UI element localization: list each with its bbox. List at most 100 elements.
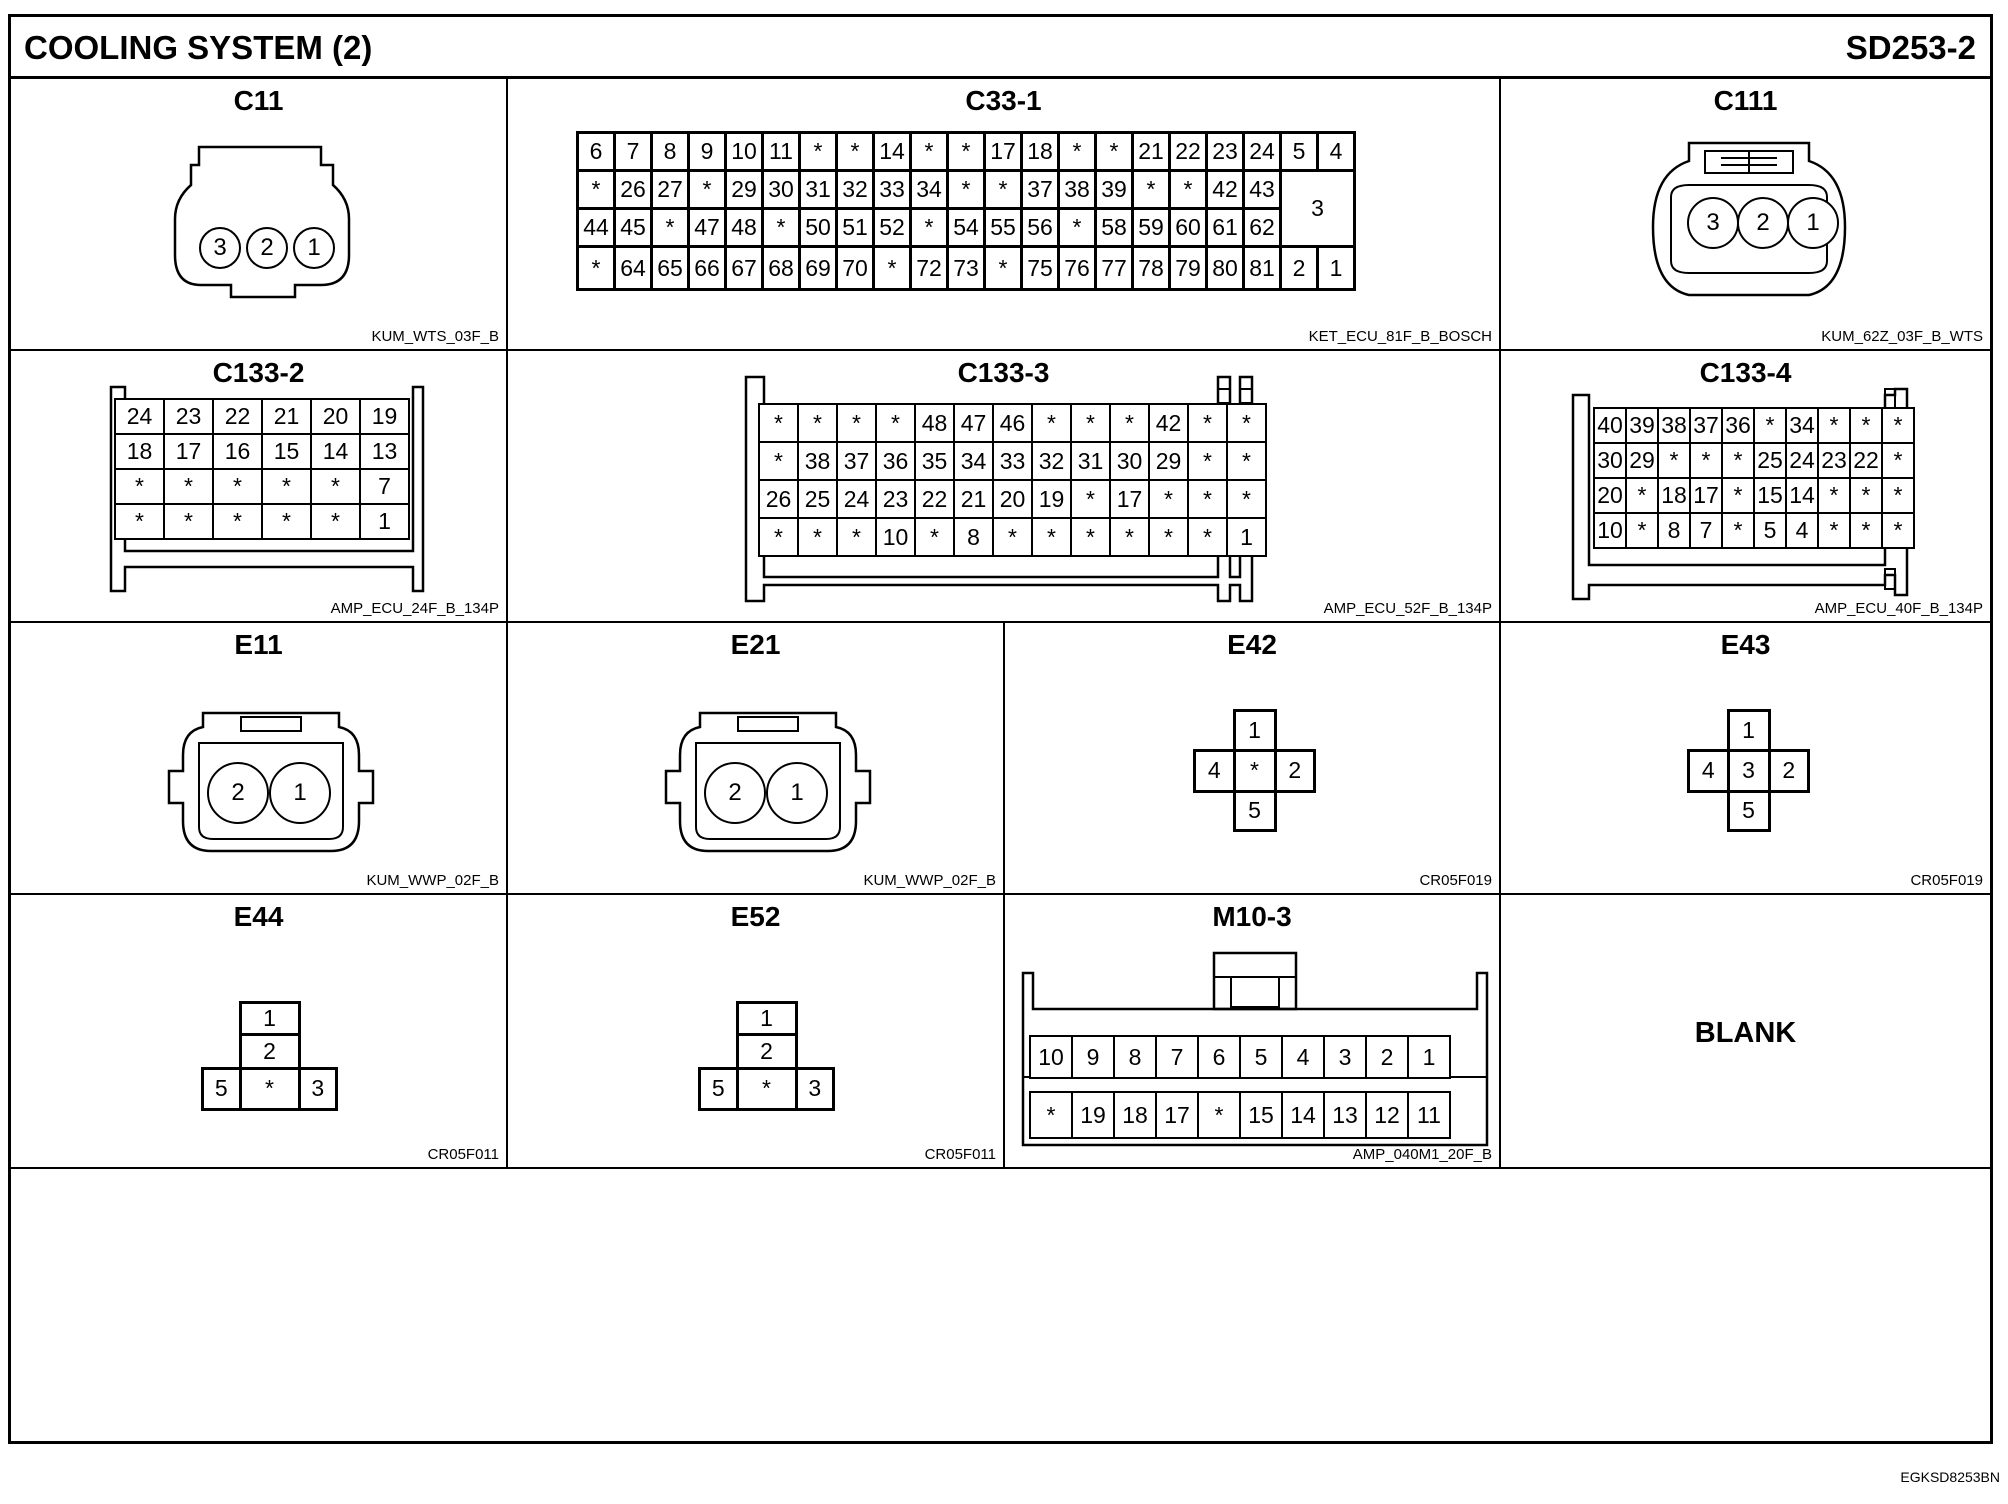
pin: * — [1689, 442, 1723, 479]
connector-sheet: COOLING SYSTEM (2) SD253-2 C11 3 2 1 KUM… — [8, 14, 1993, 1444]
connector-code: CR05F019 — [1419, 872, 1492, 889]
pin: 54 — [946, 207, 986, 248]
connector-title: E44 — [233, 901, 284, 932]
pin: 4 — [1193, 748, 1236, 793]
connector-code: KUM_WTS_03F_B — [371, 328, 499, 345]
pin-grid-c33-1: 6 7 8 9 10 11 * * 14 * * 17 18 * * 21 22… — [576, 131, 1356, 291]
pin-grid-c133-3: * * * * 48 47 46 * * * 42 * * * 38 37 36… — [758, 403, 1267, 557]
pin: * — [1131, 169, 1171, 210]
pin-grid-e52: 1 2 5 * 3 — [698, 1001, 835, 1111]
pin-circle: 1 — [293, 227, 335, 269]
pin: 10 — [875, 517, 916, 557]
pin: 25 — [797, 479, 838, 519]
pin-spacer — [1275, 791, 1315, 831]
pin: 66 — [687, 245, 727, 291]
pin: 8 — [953, 517, 994, 557]
pin: 17 — [1689, 477, 1723, 514]
pin: 2 — [1365, 1035, 1409, 1079]
pin: 7 — [1689, 512, 1723, 549]
cell-c11: C11 3 2 1 KUM_WTS_03F_B — [11, 79, 508, 351]
pin: * — [1226, 403, 1267, 443]
pin: 14 — [310, 433, 361, 470]
pin: 37 — [836, 441, 877, 481]
pin: 5 — [698, 1066, 739, 1111]
pin: * — [983, 169, 1023, 210]
pin: 61 — [1205, 207, 1245, 248]
connector-code: KUM_62Z_03F_B_WTS — [1821, 328, 1983, 345]
pin: 2 — [1279, 245, 1319, 291]
pin: 20 — [992, 479, 1033, 519]
pin: * — [1232, 748, 1277, 793]
pin: 76 — [1057, 245, 1097, 291]
pin: 32 — [1031, 441, 1072, 481]
pin: 4 — [1785, 512, 1819, 549]
pin: 18 — [1657, 477, 1691, 514]
pin: * — [1657, 442, 1691, 479]
cell-e44: E44 1 2 5 * 3 CR05F011 — [11, 895, 508, 1169]
pin: 30 — [1109, 441, 1150, 481]
cell-e52: E52 1 2 5 * 3 CR05F011 — [508, 895, 1005, 1169]
pin: 5 — [1279, 131, 1319, 172]
pin: 17 — [1155, 1091, 1199, 1139]
pin: 68 — [761, 245, 801, 291]
pin: 52 — [872, 207, 912, 248]
pin: 48 — [724, 207, 764, 248]
pin: 17 — [983, 131, 1023, 172]
pin: 65 — [650, 245, 690, 291]
pin: 9 — [1071, 1035, 1115, 1079]
pin: * — [212, 468, 263, 505]
pin: * — [1070, 403, 1111, 443]
pin: 29 — [1148, 441, 1189, 481]
pin: 34 — [1785, 407, 1819, 444]
connector-title: E42 — [1227, 629, 1277, 660]
pin: 18 — [1113, 1091, 1157, 1139]
pin: 36 — [1721, 407, 1755, 444]
pin: * — [1187, 517, 1228, 557]
pin: * — [872, 245, 912, 291]
pin: * — [687, 169, 727, 210]
pin: * — [992, 517, 1033, 557]
pin: 24 — [836, 479, 877, 519]
pin: 75 — [1020, 245, 1060, 291]
pin-grid-e42: 1 4 * 2 5 — [1193, 709, 1316, 832]
pin: * — [1168, 169, 1208, 210]
pin-circle: 2 — [1737, 197, 1789, 249]
pin: 29 — [724, 169, 764, 210]
pin: 2 — [238, 1033, 301, 1070]
pin: 47 — [687, 207, 727, 248]
pin: 81 — [1242, 245, 1282, 291]
pin-spacer — [299, 1002, 337, 1035]
pin: * — [1109, 403, 1150, 443]
connector-title: C133-4 — [1699, 357, 1792, 388]
connector-code: KET_ECU_81F_B_BOSCH — [1308, 328, 1492, 345]
pin: 7 — [613, 131, 653, 172]
pin: 2 — [1767, 748, 1810, 793]
pin: 59 — [1131, 207, 1171, 248]
pin: 1 — [1226, 517, 1267, 557]
pin: * — [1625, 477, 1659, 514]
pin-grid-m10-3-bottom: * 19 18 17 * 15 14 13 12 11 — [1029, 1091, 1451, 1139]
pin: * — [1148, 479, 1189, 519]
pin: 17 — [1109, 479, 1150, 519]
pin: * — [1187, 479, 1228, 519]
pin: * — [1057, 207, 1097, 248]
connector-title: E11 — [234, 629, 283, 660]
cell-e43: E43 1 4 3 2 5 CR05F019 — [1501, 623, 1990, 895]
pin: * — [1849, 512, 1883, 549]
pin: 43 — [1242, 169, 1282, 210]
cell-c33-1: C33-1 6 7 8 9 10 11 * * 14 * * 17 18 * *… — [508, 79, 1501, 351]
pin: 27 — [650, 169, 690, 210]
connector-code: AMP_040M1_20F_B — [1352, 1146, 1492, 1163]
pin: 35 — [914, 441, 955, 481]
pin: 79 — [1168, 245, 1208, 291]
blank-label: BLANK — [1694, 1017, 1797, 1049]
pin: * — [261, 468, 312, 505]
pin-spacer — [1769, 791, 1809, 831]
pin: 51 — [835, 207, 875, 248]
pin: 5 — [1232, 789, 1277, 832]
connector-housing-icon — [167, 711, 375, 853]
pin: 36 — [875, 441, 916, 481]
connector-housing-icon — [173, 145, 351, 299]
pin: 33 — [872, 169, 912, 210]
pin: * — [1849, 477, 1883, 514]
